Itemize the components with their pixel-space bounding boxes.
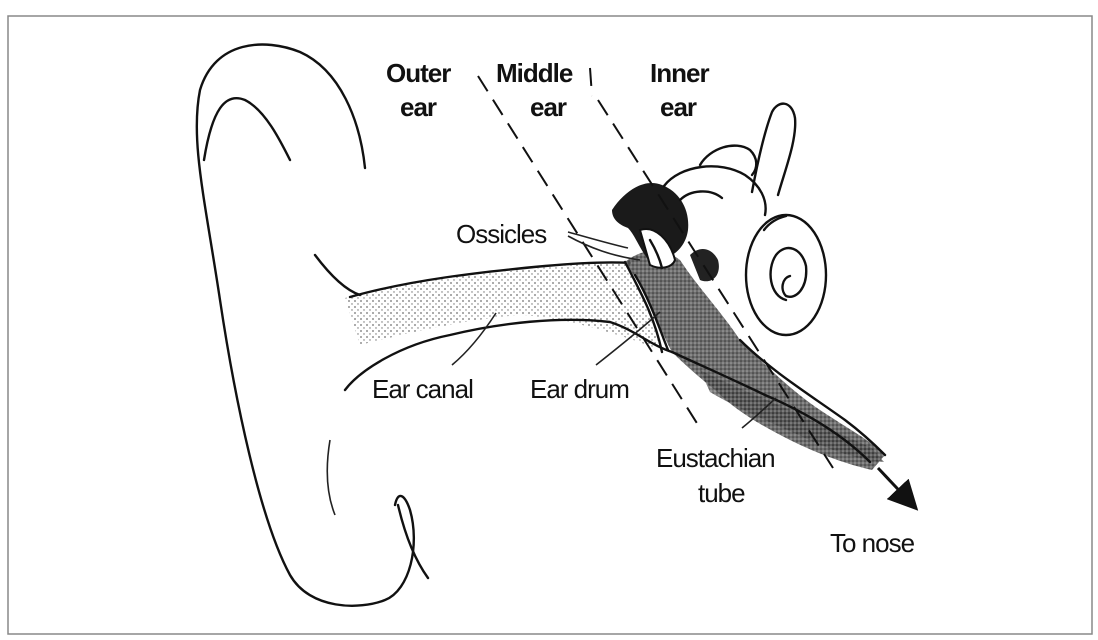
- middle-ear-label-line2: ear: [530, 92, 567, 122]
- eustachian-tube-label-line2: tube: [698, 478, 745, 508]
- outer-ear-label-line1: Outer: [386, 58, 451, 88]
- ear-canal-label: Ear canal: [372, 374, 473, 404]
- inner-ear-label-line1: Inner: [650, 58, 709, 88]
- inner-ear-label-line2: ear: [660, 92, 697, 122]
- eustachian-tube-label-line1: Eustachian: [656, 443, 775, 473]
- ossicles-label: Ossicles: [456, 219, 547, 249]
- to-nose-label: To nose: [830, 528, 915, 558]
- ossicles: [612, 183, 688, 268]
- to-nose-arrow: [878, 468, 910, 502]
- ear-canal: [345, 262, 672, 390]
- outer-ear-label-line2: ear: [400, 92, 437, 122]
- middle-ear-label-line1: Middle: [496, 58, 573, 88]
- ear-drum-label: Ear drum: [530, 374, 629, 404]
